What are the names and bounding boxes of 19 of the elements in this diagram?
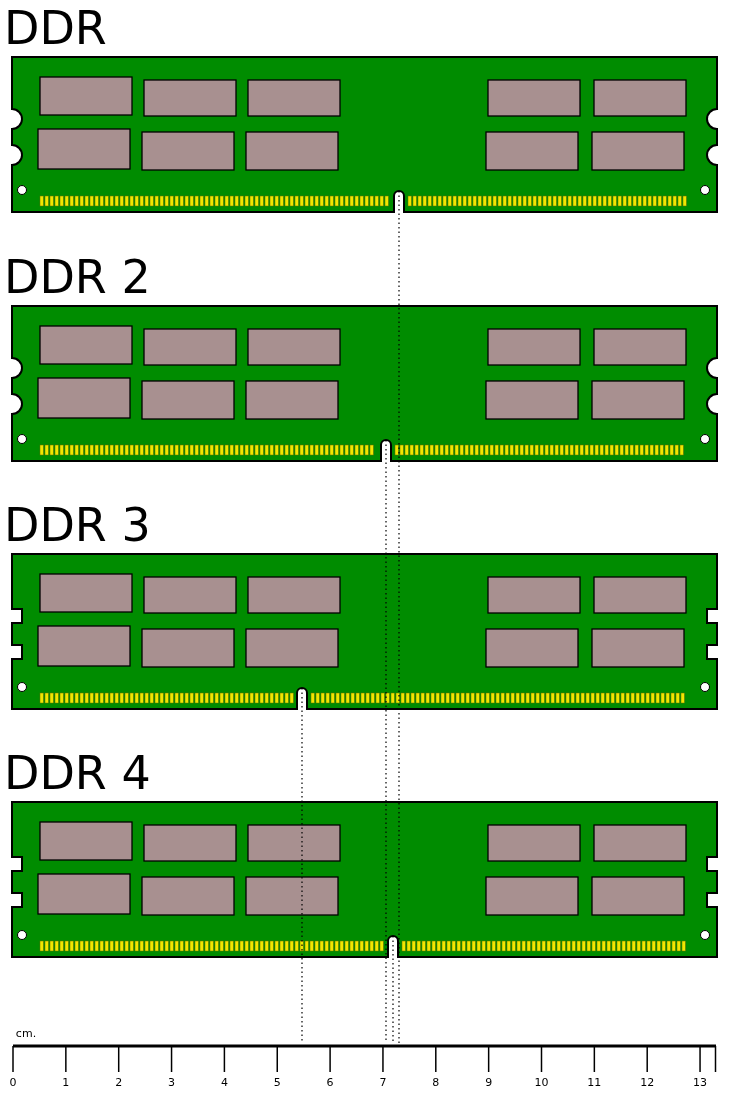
module-label: DDR: [4, 3, 107, 53]
tick-label: 11: [587, 1077, 602, 1089]
tick-label: 13: [693, 1077, 708, 1089]
tick-label: 7: [379, 1077, 387, 1089]
module-label: DDR 3: [4, 500, 151, 550]
tick-label: 3: [168, 1077, 176, 1089]
tick-label: 1: [62, 1077, 70, 1089]
tick-label: 10: [534, 1077, 549, 1089]
tick-label: 4: [220, 1077, 228, 1089]
module-label: DDR 4: [4, 748, 151, 798]
tick-label: 2: [115, 1077, 123, 1089]
tick-label: 9: [485, 1077, 493, 1089]
tick-label: 5: [273, 1077, 281, 1089]
module-label: DDR 2: [4, 252, 151, 302]
tick-label: 12: [640, 1077, 655, 1089]
tick-label: 6: [326, 1077, 334, 1089]
tick-label: 0: [9, 1077, 17, 1089]
unit-label: cm.: [15, 1028, 37, 1040]
tick-label: 8: [432, 1077, 440, 1089]
